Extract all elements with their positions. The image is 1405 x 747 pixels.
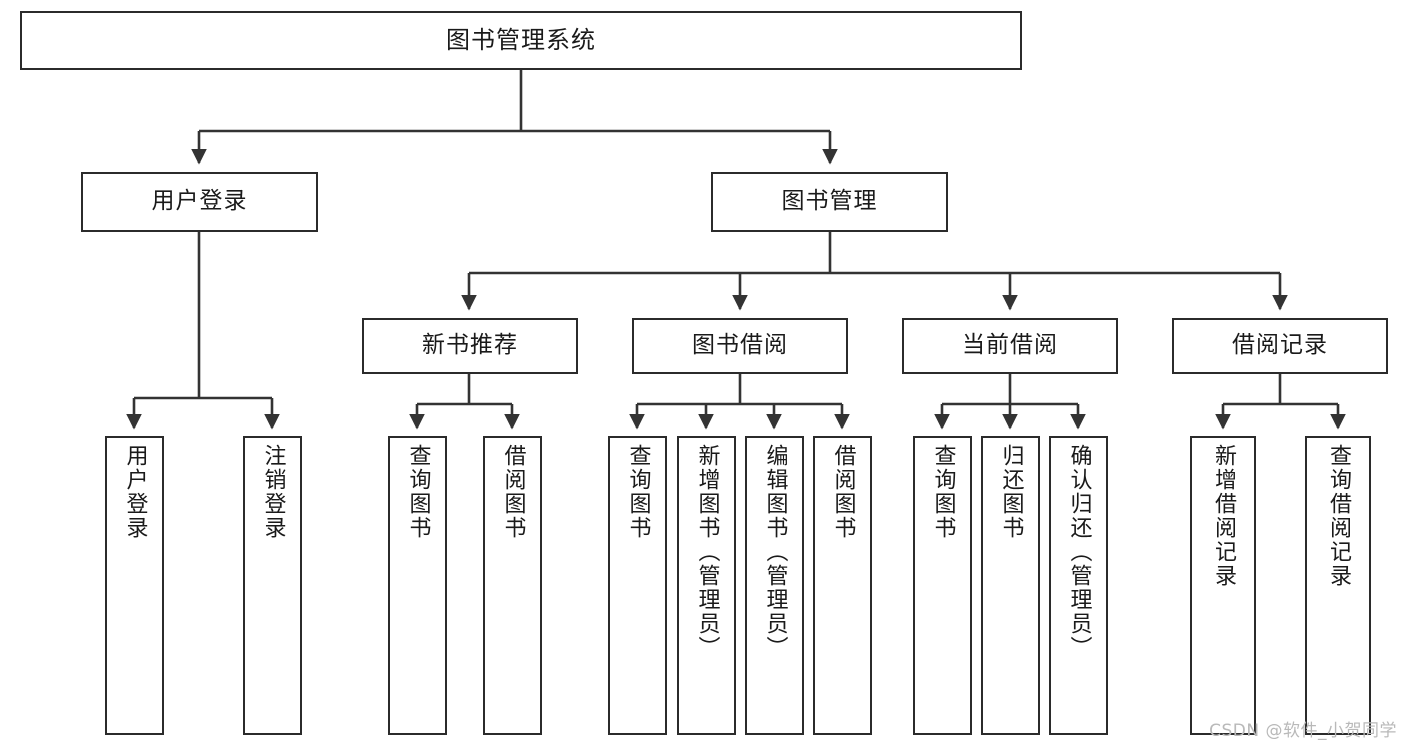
leaf-new-book-query[interactable]: 查询图书 xyxy=(388,436,447,735)
leaf-book-borrow-add[interactable]: 新增图书（管理员） xyxy=(677,436,736,735)
node-label: 图书管理系统 xyxy=(446,26,596,55)
leaf-current-borrow-query[interactable]: 查询图书 xyxy=(913,436,972,735)
leaf-user-login-login[interactable]: 用户登录 xyxy=(105,436,164,735)
node-book-borrow[interactable]: 图书借阅 xyxy=(632,318,848,374)
node-label: 当前借阅 xyxy=(962,332,1058,359)
leaf-borrow-record-add[interactable]: 新增借阅记录 xyxy=(1190,436,1256,735)
node-label: 查询图书 xyxy=(625,444,651,540)
node-label: 查询图书 xyxy=(405,444,431,540)
node-label: 编辑图书（管理员） xyxy=(762,444,788,660)
node-label: 借阅图书 xyxy=(500,444,526,540)
node-label: 图书管理 xyxy=(781,188,878,215)
leaf-new-book-borrow[interactable]: 借阅图书 xyxy=(483,436,542,735)
leaf-user-login-logout[interactable]: 注销登录 xyxy=(243,436,302,735)
leaf-book-borrow-query[interactable]: 查询图书 xyxy=(608,436,667,735)
csdn-watermark: CSDN @软件_小贺同学 xyxy=(1209,721,1397,741)
node-label: 归还图书 xyxy=(998,444,1024,540)
node-root-system[interactable]: 图书管理系统 xyxy=(20,11,1022,70)
leaf-current-borrow-confirm-return[interactable]: 确认归还（管理员） xyxy=(1049,436,1108,735)
node-label: 新书推荐 xyxy=(422,332,518,359)
node-label: 查询图书 xyxy=(930,444,956,540)
leaf-current-borrow-return[interactable]: 归还图书 xyxy=(981,436,1040,735)
node-borrow-record[interactable]: 借阅记录 xyxy=(1172,318,1388,374)
node-current-borrow[interactable]: 当前借阅 xyxy=(902,318,1118,374)
node-label: 注销登录 xyxy=(260,444,286,540)
node-label: 新增借阅记录 xyxy=(1211,444,1236,588)
node-label: 图书借阅 xyxy=(692,332,788,359)
node-label: 新增图书（管理员） xyxy=(694,444,720,660)
node-book-management[interactable]: 图书管理 xyxy=(711,172,948,232)
node-new-book-recommend[interactable]: 新书推荐 xyxy=(362,318,578,374)
leaf-book-borrow-borrow[interactable]: 借阅图书 xyxy=(813,436,872,735)
leaf-book-borrow-edit[interactable]: 编辑图书（管理员） xyxy=(745,436,804,735)
node-label: 确认归还（管理员） xyxy=(1066,444,1092,660)
node-label: 用户登录 xyxy=(151,188,248,215)
node-label: 查询借阅记录 xyxy=(1326,444,1351,588)
node-label: 借阅图书 xyxy=(830,444,856,540)
node-label: 借阅记录 xyxy=(1232,332,1328,359)
node-user-login[interactable]: 用户登录 xyxy=(81,172,318,232)
node-label: 用户登录 xyxy=(122,444,148,540)
leaf-borrow-record-query[interactable]: 查询借阅记录 xyxy=(1305,436,1371,735)
